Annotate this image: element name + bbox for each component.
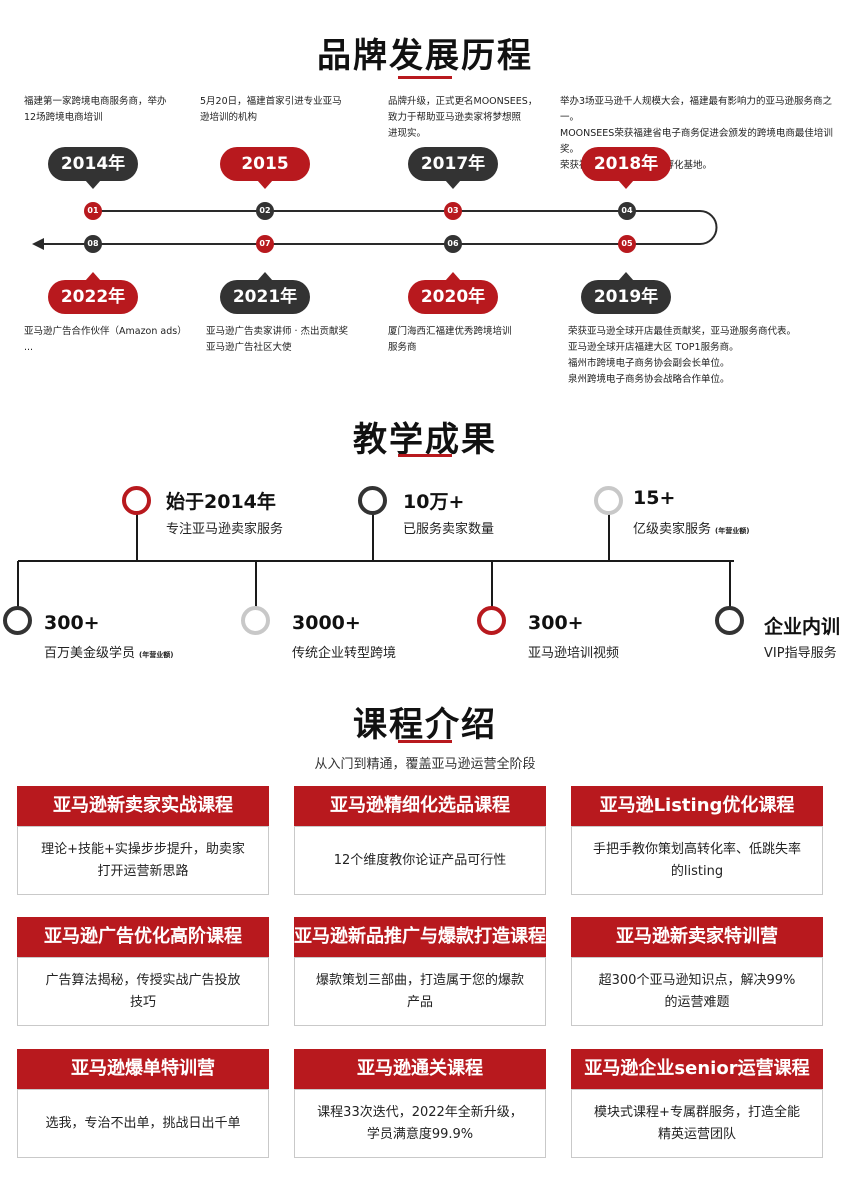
results-branch-lines <box>17 510 734 610</box>
courses-title-underline <box>398 740 452 743</box>
course-card-new-product: 爆款策划三部曲，打造属于您的爆款 产品 <box>294 957 546 1026</box>
achievement-start-label: 专注亚马逊卖家服务 <box>166 522 284 537</box>
history-timeline-track <box>32 210 718 250</box>
achievement-ring-start <box>122 486 151 515</box>
achievement-training-label: VIP指导服务 <box>764 646 837 661</box>
history-title-underline <box>398 76 452 79</box>
achievement-sellers-label: 已服务卖家数量 <box>403 522 495 537</box>
course-title-listing: 亚马逊Listing优化课程 <box>571 786 823 826</box>
course-title-bootcamp: 亚马逊新卖家特训营 <box>571 917 823 957</box>
course-card-senior: 模块式课程+专属群服务，打造全能 精英运营团队 <box>571 1089 823 1158</box>
achievement-videos-value: 300+ <box>528 612 584 634</box>
year-bubble-2014: 2014年 <box>48 147 138 189</box>
course-card-order-boost: 选我，专治不出单，挑战日出千单 <box>17 1089 269 1158</box>
timeline-node-02: 02 <box>256 202 274 220</box>
achievement-billion-value: 15+ <box>633 487 676 509</box>
history-desc-2022: 亚马逊广告合作伙伴（Amazon ads） ... <box>24 326 187 353</box>
achievement-enterprises-value: 3000+ <box>292 612 361 634</box>
timeline-node-01: 01 <box>84 202 102 220</box>
timeline-node-03: 03 <box>444 202 462 220</box>
achievement-ring-training <box>715 606 744 635</box>
course-title-product-selection: 亚马逊精细化选品课程 <box>294 786 546 826</box>
history-title: 品牌发展历程 <box>317 36 533 76</box>
results-title: 教学成果 <box>353 420 497 460</box>
achievement-enterprises-label: 传统企业转型跨境 <box>292 646 397 661</box>
year-bubble-2019: 2019年 <box>581 272 671 314</box>
course-title-order-boost: 亚马逊爆单特训营 <box>17 1049 269 1089</box>
year-bubble-2020: 2020年 <box>408 272 498 314</box>
courses-subtitle: 从入门到精通，覆盖亚马逊运营全阶段 <box>314 757 536 772</box>
achievement-sellers-value: 10万+ <box>403 491 465 513</box>
achievement-ring-students <box>3 606 32 635</box>
course-title-advertising: 亚马逊广告优化高阶课程 <box>17 917 269 957</box>
timeline-node-08: 08 <box>84 235 102 253</box>
achievement-start-value: 始于2014年 <box>166 491 276 513</box>
course-card-advertising: 广告算法揭秘，传授实战广告投放 技巧 <box>17 957 269 1026</box>
achievement-billion-label: 亿级卖家服务(年营业额) <box>633 522 750 537</box>
timeline-node-07: 07 <box>256 235 274 253</box>
course-title-complete: 亚马逊通关课程 <box>294 1049 546 1089</box>
course-card-listing: 手把手教你策划高转化率、低跳失率 的listing <box>571 826 823 895</box>
achievement-ring-sellers <box>358 486 387 515</box>
year-bubble-2021: 2021年 <box>220 272 310 314</box>
history-desc-2021: 亚马逊广告卖家讲师 · 杰出贡献奖 亚马逊广告社区大使 <box>206 326 349 353</box>
timeline-node-05: 05 <box>618 235 636 253</box>
year-bubble-2022: 2022年 <box>48 272 138 314</box>
course-card-complete: 课程33次迭代，2022年全新升级， 学员满意度99.9% <box>294 1089 546 1158</box>
history-desc-2014: 福建第一家跨境电商服务商，举办 12场跨境电商培训 <box>24 96 167 123</box>
year-bubble-2017: 2017年 <box>408 147 498 189</box>
year-bubble-2015: 2015 <box>220 147 310 189</box>
history-desc-2015: 5月20日，福建首家引进专业亚马 逊培训的机构 <box>200 96 342 123</box>
timeline-node-06: 06 <box>444 235 462 253</box>
achievement-ring-videos <box>477 606 506 635</box>
results-title-underline <box>398 454 452 457</box>
courses-title: 课程介绍 <box>353 705 497 745</box>
timeline-node-04: 04 <box>618 202 636 220</box>
course-card-new-seller: 理论+技能+实操步步提升，助卖家 打开运营新思路 <box>17 826 269 895</box>
achievement-training-value: 企业内训 <box>764 616 841 638</box>
history-desc-2019: 荣获亚马逊全球开店最佳贡献奖，亚马逊服务商代表。 亚马逊全球开店福建大区 TOP… <box>568 326 797 385</box>
achievement-ring-enterprises <box>241 606 270 635</box>
course-title-new-seller: 亚马逊新卖家实战课程 <box>17 786 269 826</box>
course-title-senior: 亚马逊企业senior运营课程 <box>571 1049 823 1089</box>
course-card-product-selection: 12个维度教你论证产品可行性 <box>294 826 546 895</box>
history-desc-2020: 厦门海西汇福建优秀跨境培训 服务商 <box>388 326 512 353</box>
year-bubble-2018: 2018年 <box>581 147 671 189</box>
achievement-students-value: 300+ <box>44 612 100 634</box>
achievement-ring-billion <box>594 486 623 515</box>
history-desc-2017: 品牌升级，正式更名MOONSEES， 致力于帮助亚马逊卖家将梦想照 进现实。 <box>388 96 538 139</box>
course-card-bootcamp: 超300个亚马逊知识点，解决99% 的运营难题 <box>571 957 823 1026</box>
achievement-videos-label: 亚马逊培训视频 <box>528 646 620 661</box>
achievement-students-label: 百万美金级学员(年营业额) <box>44 646 174 661</box>
course-title-new-product: 亚马逊新品推广与爆款打造课程 <box>294 917 546 957</box>
